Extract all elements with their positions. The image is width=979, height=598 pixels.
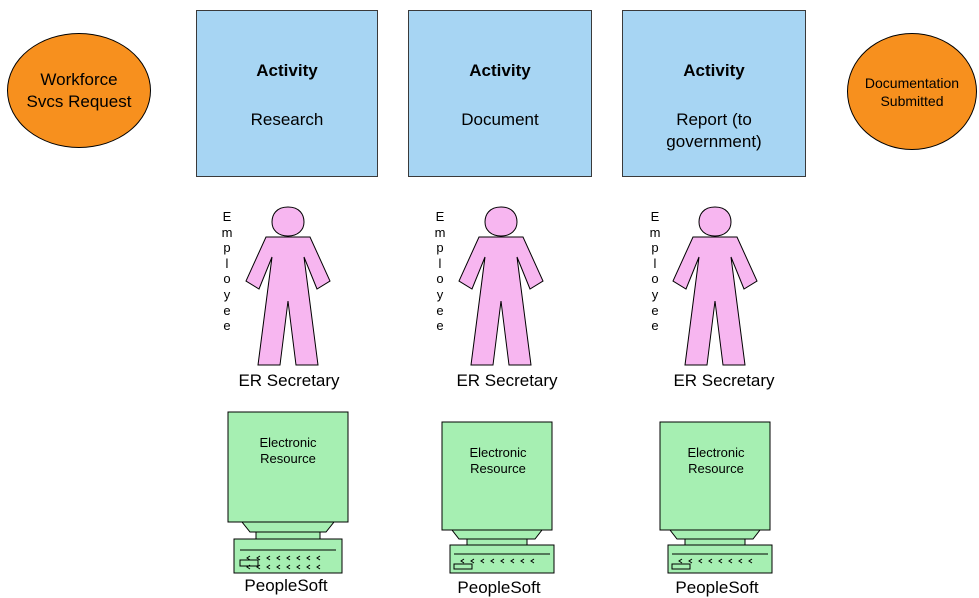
vertical-letter: e [436, 302, 444, 318]
activity-label: Report (to government) [623, 109, 805, 153]
screen-label: Electronic Resource [248, 435, 328, 467]
screen-label-line1: Electronic [687, 445, 745, 460]
activity-box-report: Activity Report (to government) [622, 10, 806, 177]
vertical-letter: o [223, 271, 231, 287]
vertical-letter: l [653, 255, 657, 271]
vertical-letter: e [223, 302, 231, 318]
activity-heading: Activity [683, 61, 745, 80]
activity-label-line2: government) [666, 132, 762, 151]
activity-label-line1: Document [461, 110, 539, 129]
end-event-line2: Submitted [880, 92, 944, 109]
vertical-letter: E [650, 209, 660, 224]
vertical-letter: o [651, 271, 659, 287]
role-label: ER Secretary [238, 371, 340, 390]
start-event-line1: Workforce [40, 69, 118, 89]
start-event-line2: Svcs Request [26, 91, 132, 111]
vertical-letter: p [436, 240, 444, 256]
system-label: PeopleSoft [244, 576, 328, 595]
vertical-letter: e [223, 318, 231, 334]
activity-label: Research [197, 109, 377, 131]
vertical-letter: l [225, 255, 229, 271]
vertical-letter: y [651, 286, 659, 302]
activity-box-document: Activity Document [408, 10, 592, 177]
screen-label-line2: Resource [688, 461, 744, 476]
vertical-letter: y [436, 286, 444, 302]
vertical-letter: m [649, 224, 661, 240]
person-icon [458, 206, 544, 366]
screen-label-line1: Electronic [469, 445, 527, 460]
screen-label-line2: Resource [260, 451, 316, 466]
vertical-letter: m [221, 224, 233, 240]
vertical-letter: l [438, 255, 442, 271]
activity-box-research: Activity Research [196, 10, 378, 177]
screen-label-line2: Resource [470, 461, 526, 476]
screen-label: Electronic Resource [458, 445, 538, 477]
activity-label-line1: Research [250, 110, 324, 129]
end-event-circle: Documentation Submitted [847, 33, 977, 150]
activity-heading: Activity [469, 61, 531, 80]
vertical-letter: p [223, 240, 231, 256]
end-event-line1: Documentation [864, 74, 960, 91]
vertical-letter: p [651, 240, 659, 256]
screen-label: Electronic Resource [676, 445, 756, 477]
vertical-letter: y [223, 286, 231, 302]
activity-label-line1: Report (to [676, 110, 752, 129]
computer-icon [659, 421, 773, 574]
activity-label: Document [409, 109, 591, 131]
vertical-letter: E [222, 209, 232, 224]
activity-heading: Activity [256, 61, 318, 80]
vertical-letter: e [651, 318, 659, 334]
system-label: PeopleSoft [457, 578, 541, 597]
vertical-letter: E [435, 209, 445, 224]
role-label: ER Secretary [673, 371, 775, 390]
computer-icon [441, 421, 555, 574]
start-event-circle: Workforce Svcs Request [7, 33, 151, 148]
system-label: PeopleSoft [675, 578, 759, 597]
person-icon [245, 206, 331, 366]
vertical-letter: m [434, 224, 446, 240]
person-icon [672, 206, 758, 366]
screen-label-line1: Electronic [259, 435, 317, 450]
computer-icon [227, 411, 349, 574]
role-label: ER Secretary [456, 371, 558, 390]
vertical-letter: e [436, 318, 444, 334]
vertical-letter: o [436, 271, 444, 287]
vertical-letter: e [651, 302, 659, 318]
